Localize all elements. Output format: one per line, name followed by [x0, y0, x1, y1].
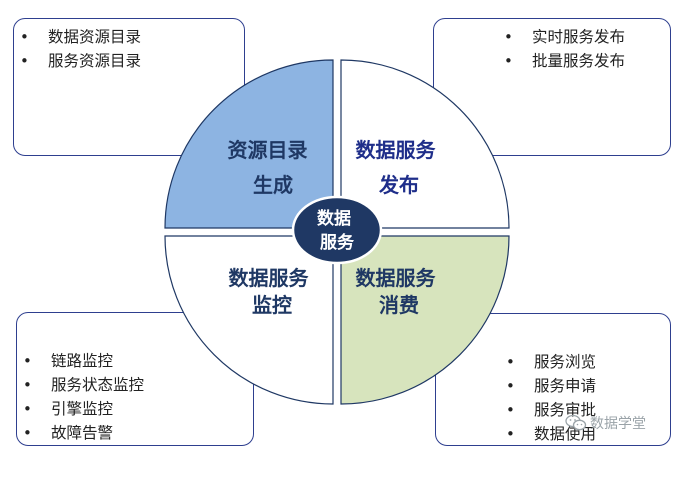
list-item: •链路监控: [23, 352, 114, 370]
list-item: •批量服务发布: [504, 52, 626, 70]
center-hub: [291, 195, 383, 265]
list-item: •数据资源目录: [20, 28, 142, 46]
quadrant-label-bottom-left: 数据服务 监控: [229, 266, 316, 317]
list-item: •实时服务发布: [504, 28, 626, 46]
list-item: •服务资源目录: [20, 52, 142, 70]
info-box-bottom-right: •服务浏览 •服务申请 •服务审批 •数据使用: [435, 313, 671, 446]
list-item: •服务申请: [506, 377, 597, 395]
list-item: •故障告警: [23, 424, 114, 442]
list-item: •服务状态监控: [23, 376, 145, 394]
list-item: •服务审批: [506, 401, 597, 419]
item-list: •数据资源目录 •服务资源目录: [20, 25, 142, 73]
list-item: •服务浏览: [506, 353, 597, 371]
quadrant-service-consume: [340, 235, 510, 405]
watermark-text: 数据学堂: [590, 416, 646, 432]
watermark: 数据学堂: [565, 413, 646, 433]
wechat-icon: [565, 414, 587, 431]
quadrant-resource-catalog: [164, 59, 334, 229]
list-item: •引擎监控: [23, 400, 114, 418]
item-list: •实时服务发布 •批量服务发布: [504, 25, 626, 73]
quadrant-service-publish: [340, 59, 510, 229]
item-list: •服务浏览 •服务申请 •服务审批 •数据使用: [506, 350, 597, 446]
item-list: •链路监控 •服务状态监控 •引擎监控 •故障告警: [23, 349, 145, 445]
center-label: 数据 服务: [317, 208, 357, 253]
quadrant-label-top-left: 资源目录 生成: [228, 138, 315, 197]
info-box-top-left: •数据资源目录 •服务资源目录: [13, 18, 245, 156]
quadrant-label-bottom-right: 数据服务 消费: [356, 266, 443, 317]
quadrant-service-monitor: [164, 235, 334, 405]
quadrant-label-top-right: 数据服务 发布: [356, 138, 443, 197]
